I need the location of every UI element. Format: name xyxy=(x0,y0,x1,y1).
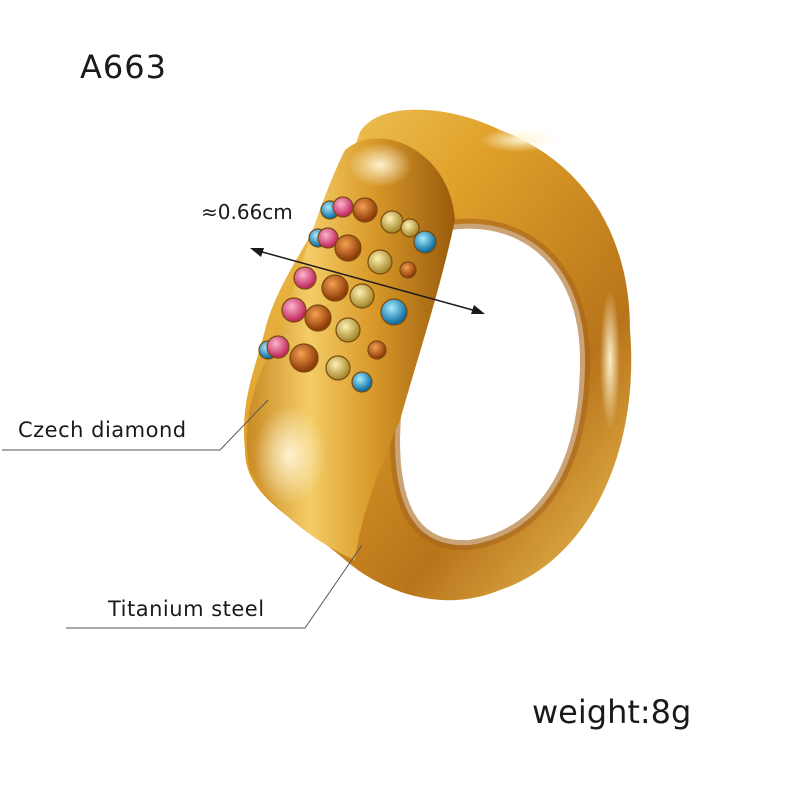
ring-body xyxy=(244,109,632,601)
width-arrow xyxy=(250,248,485,314)
weight-label: weight:8g xyxy=(532,693,692,731)
leader-stones xyxy=(2,399,269,451)
width-label: ≈0.66cm xyxy=(201,200,293,224)
leader-metal xyxy=(66,544,363,629)
stone-cluster xyxy=(258,196,437,393)
model-number: A663 xyxy=(80,48,167,86)
callout-stones: Czech diamond xyxy=(18,418,187,442)
callout-metal: Titanium steel xyxy=(108,597,265,621)
